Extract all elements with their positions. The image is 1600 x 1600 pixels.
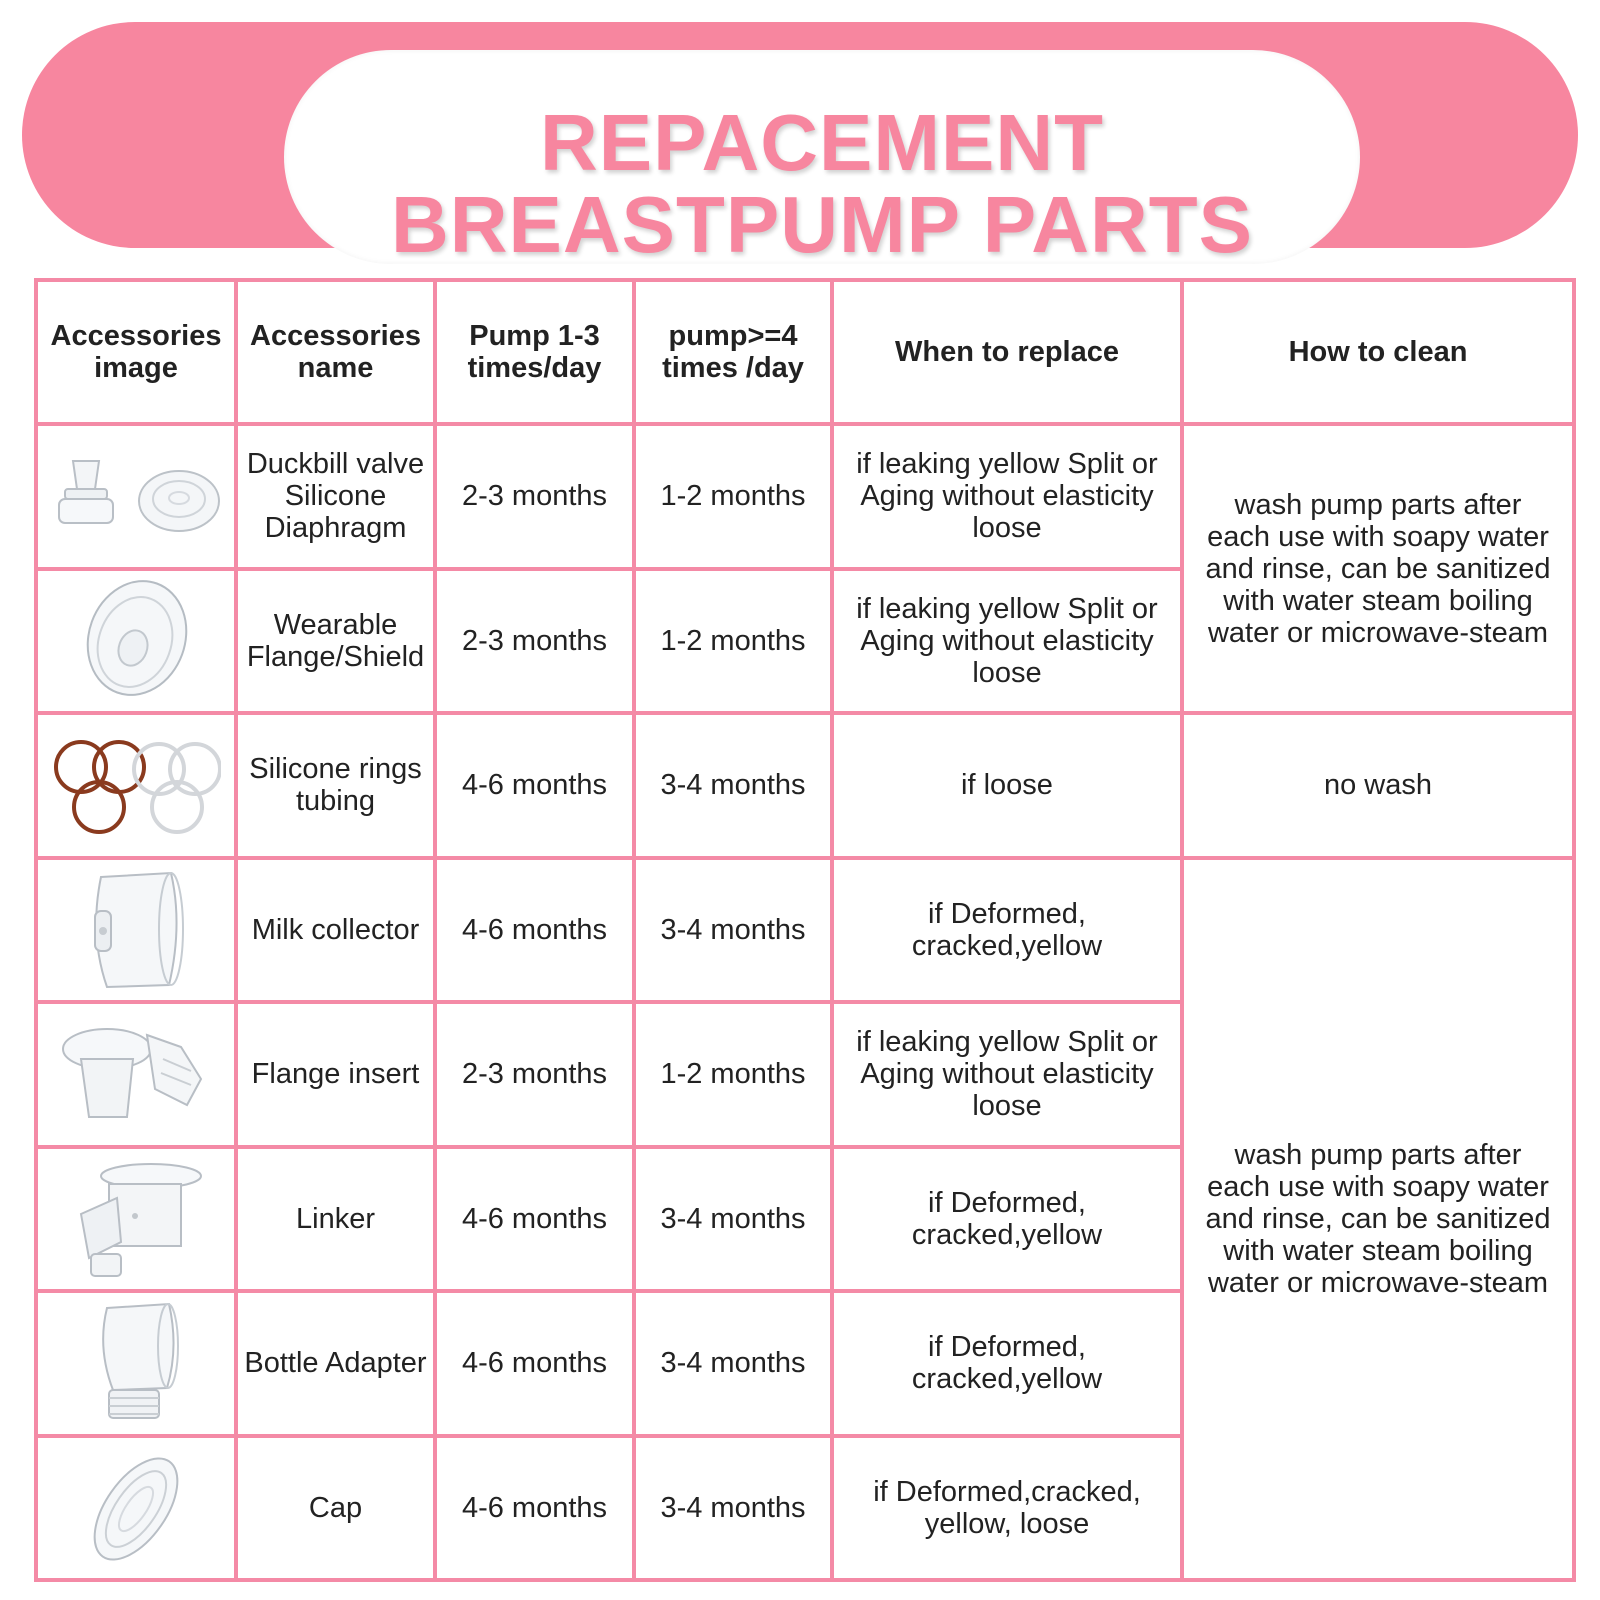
when-to-replace-value: if Deformed, cracked,yellow	[830, 1289, 1184, 1438]
pump-1-3-value: 2-3 months	[433, 566, 636, 715]
when-to-replace-value: if Deformed, cracked,yellow	[830, 1144, 1184, 1293]
when-to-replace-value: if Deformed,cracked, yellow, loose	[830, 1433, 1184, 1582]
accessory-name: Duckbill valve Silicone Diaphragm	[234, 422, 437, 571]
how-to-clean-group2: no wash	[1180, 711, 1576, 860]
when-to-replace-value: if leaking yellow Split or Aging without…	[830, 422, 1184, 571]
how-to-clean-group3: wash pump parts after each use with soap…	[1180, 855, 1576, 1582]
header-accessories-name: Accessories name	[234, 278, 437, 426]
accessory-name: Wearable Flange/Shield	[234, 566, 437, 715]
pump-4-plus-value: 3-4 months	[632, 711, 834, 860]
replacement-parts-table: Accessories image Accessories name Pump …	[34, 278, 1576, 1582]
pump-1-3-value: 4-6 months	[433, 711, 636, 860]
when-to-replace-value: if leaking yellow Split or Aging without…	[830, 566, 1184, 715]
pump-4-plus-value: 1-2 months	[632, 1000, 834, 1149]
accessory-name: Silicone rings tubing	[234, 711, 437, 860]
milk-collector-image	[34, 855, 238, 1004]
pump-4-plus-value: 1-2 months	[632, 566, 834, 715]
table-row: Silicone rings tubing 4-6 months 3-4 mon…	[34, 711, 1576, 860]
when-to-replace-value: if Deformed, cracked,yellow	[830, 855, 1184, 1004]
page-title-line2: BREASTPUMP PARTS	[390, 180, 1253, 269]
table-row: Cap 4-6 months 3-4 months if Deformed,cr…	[34, 1433, 1574, 1582]
accessory-name: Milk collector	[234, 855, 437, 1004]
accessory-name: Bottle Adapter	[234, 1289, 437, 1438]
table-row: Wearable Flange/Shield 2-3 months 1-2 mo…	[34, 566, 1574, 715]
table-row: Duckbill valve Silicone Diaphragm 2-3 mo…	[34, 422, 1576, 715]
header-title-panel: REPACEMENT BREASTPUMP PARTS	[284, 50, 1360, 269]
pump-1-3-value: 4-6 months	[433, 1289, 636, 1438]
table-row: Bottle Adapter 4-6 months 3-4 months if …	[34, 1289, 1574, 1438]
pump-1-3-value: 2-3 months	[433, 1000, 636, 1149]
linker-image	[34, 1144, 238, 1293]
table-row: Linker 4-6 months 3-4 months if Deformed…	[34, 1144, 1574, 1293]
flange-insert-image	[34, 1000, 238, 1149]
how-to-clean-text: wash pump parts after each use with soap…	[1205, 488, 1551, 649]
pump-4-plus-value: 3-4 months	[632, 1289, 834, 1438]
how-to-clean-group1: wash pump parts after each use with soap…	[1180, 422, 1576, 715]
header-when-to-replace: When to replace	[830, 278, 1184, 426]
header-pump-1-3: Pump 1-3 times/day	[433, 278, 636, 426]
accessory-name: Linker	[234, 1144, 437, 1293]
pump-4-plus-value: 3-4 months	[632, 1144, 834, 1293]
pump-1-3-value: 4-6 months	[433, 855, 636, 1004]
pump-4-plus-value: 3-4 months	[632, 855, 834, 1004]
header-how-to-clean: How to clean	[1180, 278, 1576, 426]
duckbill-valve-diaphragm-image	[34, 422, 238, 571]
table-row: Milk collector 4-6 months 3-4 months if …	[34, 855, 1576, 1582]
header-banner: REPACEMENT BREASTPUMP PARTS	[22, 22, 1578, 266]
how-to-clean-text: wash pump parts after each use with soap…	[1205, 1138, 1551, 1299]
when-to-replace-value: if loose	[830, 711, 1184, 860]
table-header-row: Accessories image Accessories name Pump …	[34, 278, 1576, 426]
pump-4-plus-value: 3-4 months	[632, 1433, 834, 1582]
bottle-adapter-image	[34, 1289, 238, 1438]
accessory-name: Cap	[234, 1433, 437, 1582]
pump-1-3-value: 2-3 months	[433, 422, 636, 571]
pump-1-3-value: 4-6 months	[433, 1433, 636, 1582]
table-row: Flange insert 2-3 months 1-2 months if l…	[34, 1000, 1574, 1149]
header-accessories-image: Accessories image	[34, 278, 238, 426]
pump-4-plus-value: 1-2 months	[632, 422, 834, 571]
silicone-rings-image	[34, 711, 238, 860]
header-pump-4-plus: pump>=4 times /day	[632, 278, 834, 426]
when-to-replace-value: if leaking yellow Split or Aging without…	[830, 1000, 1184, 1149]
accessory-name: Flange insert	[234, 1000, 437, 1149]
wearable-flange-image	[34, 566, 238, 715]
pump-1-3-value: 4-6 months	[433, 1144, 636, 1293]
page-title-line1: REPACEMENT	[539, 98, 1105, 187]
cap-image	[34, 1433, 238, 1582]
